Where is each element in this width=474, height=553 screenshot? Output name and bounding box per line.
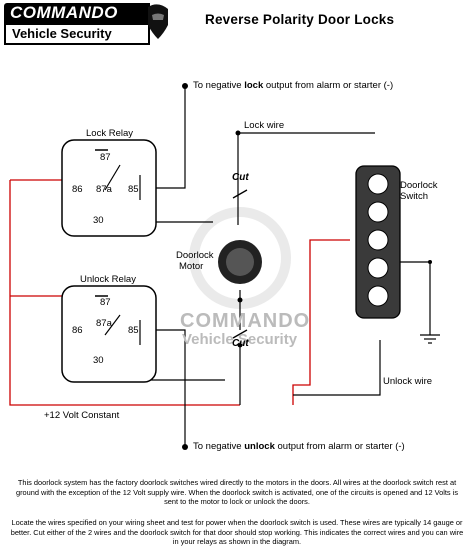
unlock-relay-terminal-87: 87 — [100, 297, 111, 308]
unlock-relay-title: Unlock Relay — [80, 274, 136, 285]
lock-output-label: To negative lock output from alarm or st… — [193, 80, 394, 91]
cut-marks — [232, 189, 248, 339]
description-paragraph-1: This doorlock system has the factory doo… — [15, 478, 459, 507]
lock-relay-terminal-86: 86 — [72, 184, 83, 195]
page-title: Reverse Polarity Door Locks — [205, 12, 395, 27]
lock-relay-terminal-87: 87 — [100, 152, 111, 163]
doorlock-motor-label-2: Motor — [179, 261, 204, 272]
doorlock-motor — [218, 240, 262, 284]
commando-logo: COMMANDO Vehicle Security — [4, 3, 170, 45]
doorlock-switch-label-2: Switch — [400, 191, 428, 202]
unlock-wire-label: Unlock wire — [383, 376, 433, 387]
soldier-head-icon — [148, 4, 168, 39]
unlock-relay-terminal-87a: 87a — [96, 318, 112, 329]
lock-wire-label: Lock wire — [244, 120, 285, 131]
signal-wires — [110, 86, 440, 447]
doorlock-motor-label-1: Doorlock — [176, 250, 214, 261]
lock-relay-body — [61, 139, 157, 237]
logo-brand: COMMANDO — [4, 3, 150, 23]
cut-label-bottom: Cut — [232, 338, 249, 349]
wire-junctions — [182, 83, 432, 450]
lock-relay-terminal-30: 30 — [93, 215, 104, 226]
doorlock-switch-label-1: Doorlock — [400, 180, 438, 191]
power-wires — [9, 179, 350, 406]
lock-relay-terminal-87a: 87a — [96, 184, 112, 195]
logo-tagline: Vehicle Security — [4, 23, 150, 45]
lock-relay-terminal-85: 85 — [128, 184, 139, 195]
unlock-relay-body — [61, 285, 157, 383]
unlock-relay-terminal-86: 86 — [72, 325, 83, 336]
description-paragraph-2: Locate the wires specified on your wirin… — [10, 518, 464, 547]
unlock-relay-terminal-85: 85 — [128, 325, 139, 336]
lock-relay-title: Lock Relay — [86, 128, 133, 139]
watermark-text: COMMANDO — [180, 310, 311, 332]
cut-label-top: Cut — [232, 172, 249, 183]
watermark-subtext: Vehicle Security — [182, 331, 298, 348]
unlock-output-label: To negative unlock output from alarm or … — [193, 441, 405, 452]
doorlock-switch — [355, 165, 401, 319]
plus-12v-label: +12 Volt Constant — [44, 410, 120, 421]
unlock-relay-terminal-30: 30 — [93, 355, 104, 366]
